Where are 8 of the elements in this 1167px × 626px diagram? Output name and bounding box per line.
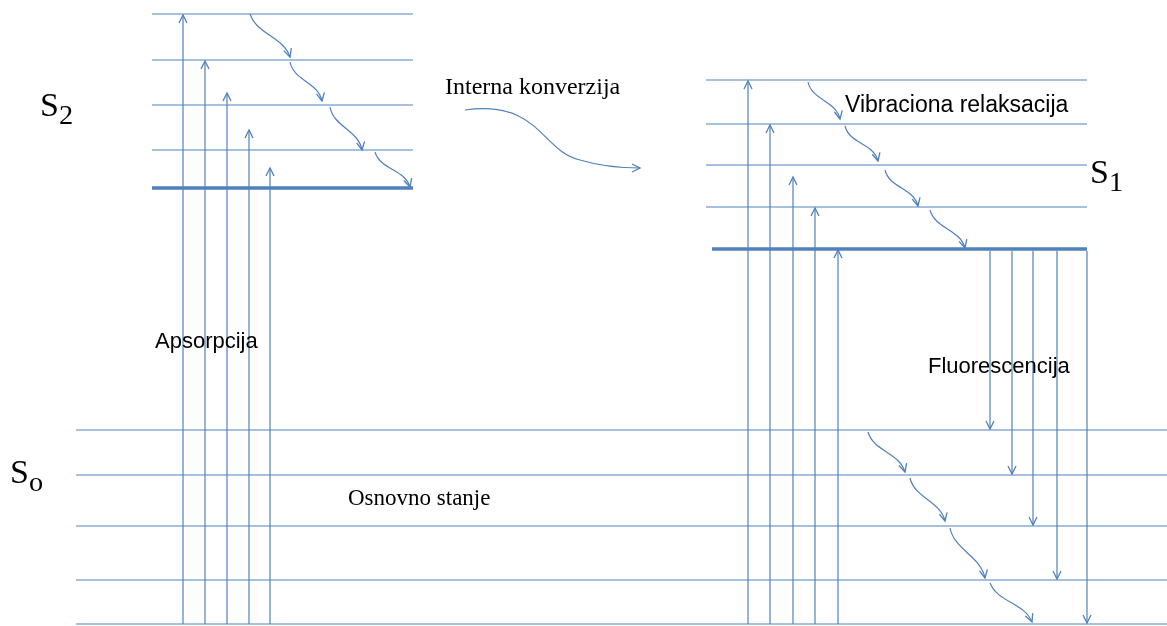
process-label: Osnovno stanje bbox=[348, 486, 491, 509]
state-label: S$_{o}$ bbox=[10, 455, 44, 497]
process-label: Interna konverzija bbox=[445, 74, 621, 98]
process-label: Apsorpcija bbox=[155, 330, 258, 352]
process-label: Fluorescencija bbox=[928, 355, 1070, 377]
state-label: S$_{1}$ bbox=[1090, 155, 1124, 197]
process-label: Vibraciona relaksacija bbox=[845, 93, 1069, 116]
state-label: S$_{2}$ bbox=[40, 88, 74, 130]
